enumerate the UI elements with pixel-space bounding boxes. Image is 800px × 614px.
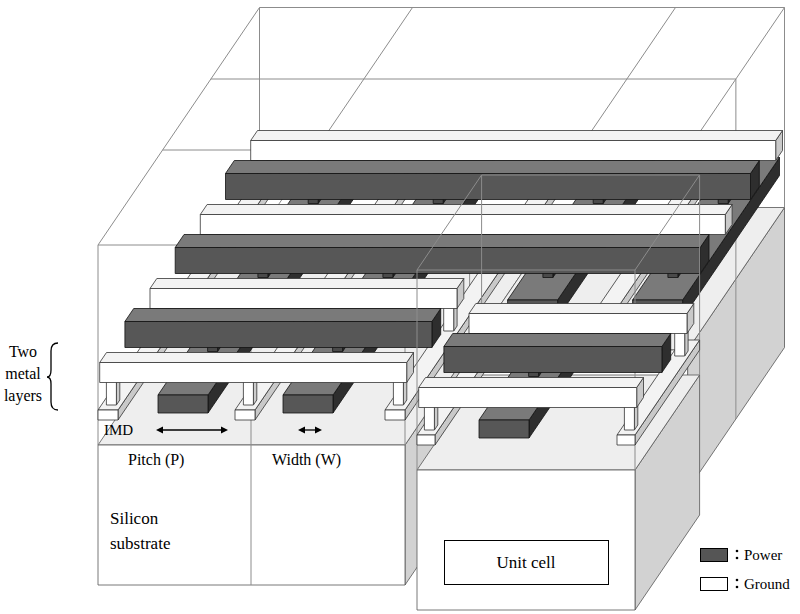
ground-rail [235,410,255,420]
ground-via [106,380,116,405]
power-rail [125,309,441,322]
annotation-label: Two metal layers [0,341,46,407]
wireframe-edge [417,270,635,271]
unit-cell-box: Unit cell [444,540,609,585]
unit-cell-block [417,175,700,610]
ground-rail [98,410,118,420]
ground-via [424,405,434,430]
node-label: Unit cell [496,553,555,573]
legend-colon-dot [736,550,739,553]
legend-swatch [700,577,728,591]
ground-via [675,331,685,356]
ground-via [624,405,634,430]
ground-rail [100,353,414,363]
ground-rail [385,410,405,420]
power-rail [283,395,333,413]
ground-rail [419,378,644,388]
power-rail [444,334,671,347]
wireframe-edge [735,79,736,419]
power-rail [226,161,760,174]
legend-label: Power [744,545,782,565]
power-rail [479,420,529,438]
arrow-head [298,427,305,434]
ground-rail [100,363,407,383]
power-rail [226,174,751,200]
legend-swatch [700,548,728,562]
power-rail [444,347,662,373]
legend-label: Ground [744,574,790,594]
ground-rail [617,435,635,445]
power-rail [175,248,700,274]
arrow-head [315,427,322,434]
annotation-label: Width (W) [272,450,341,469]
wireframe-edge [211,79,736,80]
dimension-arrow [159,429,225,430]
wireframe-edge [635,175,700,270]
annotation-label: Silicon substrate [110,506,195,556]
ground-rail [469,304,694,314]
annotation-label: IMD [104,421,133,439]
power-rail [158,395,208,413]
wireframe-edge [482,175,700,176]
arrow-head [156,427,163,434]
ground-rail [200,205,732,215]
legend-colon-dot [736,557,739,560]
wireframe-edge [417,175,482,270]
wireframe-edge [260,7,785,8]
legend-colon-dot [736,579,739,582]
legend-colon-dot [736,586,739,589]
power-rail [175,235,709,248]
ground-rail [251,131,783,141]
ground-via [444,306,454,331]
ground-rail [469,314,687,334]
ground-rail [417,435,435,445]
curly-brace [47,343,58,410]
ground-via [243,380,253,405]
wireframe-edge [784,8,785,208]
ground-rail [200,215,725,235]
ground-rail [251,141,776,161]
silicon-substrate [417,470,635,610]
ground-rail [150,289,457,309]
arrow-head [221,427,228,434]
annotation-label: Pitch (P) [128,450,184,469]
power-rail [125,322,432,348]
annotations [47,343,738,588]
ground-rail [419,388,637,408]
ground-via [393,380,403,405]
